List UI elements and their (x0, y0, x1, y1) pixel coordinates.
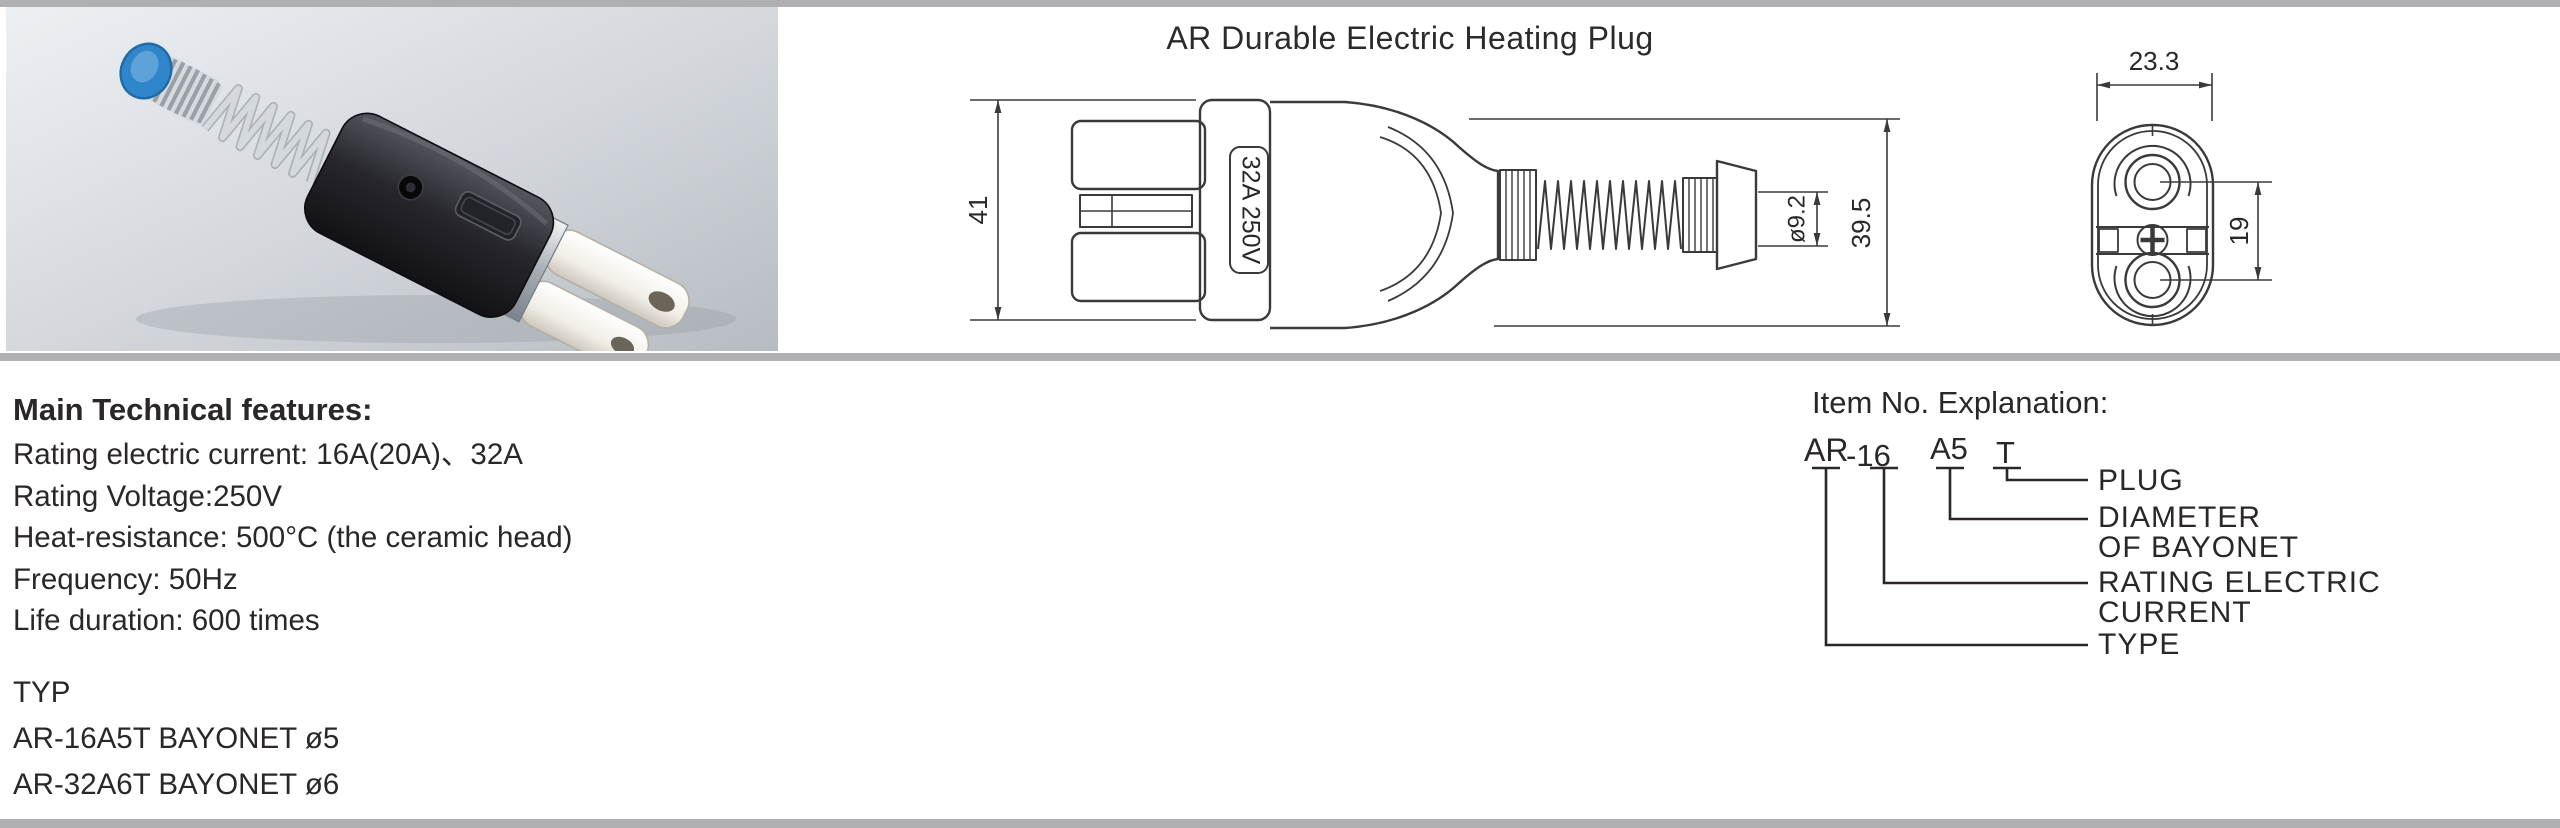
connector-plug (1993, 466, 2088, 482)
screw-hole-inner (405, 182, 416, 193)
plug-face-plate (1198, 98, 1272, 322)
band-left-block (2098, 228, 2119, 253)
end-cap (1715, 159, 1758, 271)
top-socket-recess (2113, 144, 2192, 197)
item-explanation-heading: Item No. Explanation: (1812, 385, 2109, 420)
spring-guard (1537, 180, 1682, 250)
plug-body-outline (1270, 100, 1500, 330)
front-view-drawing: 23.3 19 (2090, 46, 2272, 327)
ceramic-hole-upper (648, 291, 675, 312)
product-photo (6, 7, 778, 373)
label-plug: PLUG (2098, 464, 2184, 497)
connector-type (1812, 466, 2088, 647)
bottom-border-bar (0, 819, 2560, 828)
middle-divider-bar (0, 353, 2560, 361)
heating-plug-product (119, 42, 690, 373)
brand-badge (454, 191, 522, 241)
collar-threads (1505, 170, 1531, 260)
type-line-32a: AR-32A6T BAYONET ø6 (13, 768, 340, 801)
body-inner-contour (1379, 136, 1442, 292)
top-border-bar (0, 0, 2560, 7)
type-line-16a: AR-16A5T BAYONET ø5 (13, 722, 340, 755)
label-type: TYPE (2098, 628, 2181, 661)
label-diameter: DIAMETER OF BAYONET (2098, 501, 2300, 564)
dim-text-9-2: ø9.2 (1783, 195, 1810, 243)
body-inner-contour-2 (1387, 126, 1454, 302)
type-heading: TYP (13, 676, 71, 709)
feature-line-life: Life duration: 600 times (13, 604, 320, 637)
page-title: AR Durable Electric Heating Plug (1166, 20, 1654, 56)
plug-body (304, 112, 555, 318)
upper-prong (1070, 119, 1207, 191)
end-thread (1682, 177, 1718, 253)
rating-label-box (1229, 146, 1269, 274)
connector-current (1870, 466, 2088, 585)
code-part-plug: T (1996, 435, 2015, 470)
feature-line-frequency: Frequency: 50Hz (13, 562, 238, 596)
center-screw (2136, 224, 2169, 256)
dim-text-19: 19 (2224, 217, 2254, 246)
item-explanation-connectors (1812, 466, 2088, 647)
lower-prong (1070, 231, 1207, 303)
rating-label: 32A 250V (1236, 156, 1264, 265)
dim-text-23-3: 23.3 (2129, 46, 2180, 76)
end-thread-lines (1688, 178, 1714, 252)
feature-line-voltage: Rating Voltage:250V (13, 479, 282, 513)
dim-text-39-5: 39.5 (1846, 198, 1876, 249)
code-part-diameter: A5 (1930, 431, 1968, 466)
ceramic-hole-lower (610, 336, 635, 356)
type-list: TYP AR-16A5T BAYONET ø5 AR-32A6T BAYONET… (13, 670, 339, 808)
bottom-socket-recess (2113, 265, 2192, 318)
connector-diameter (1936, 466, 2088, 521)
product-photo-illustration (6, 7, 778, 373)
band-right-block (2186, 228, 2207, 253)
dim-text-41: 41 (963, 196, 993, 225)
side-view-drawing: 32A 250V 41 39.5 ø9.2 (963, 98, 1900, 330)
spring (202, 85, 329, 184)
features-heading: Main Technical features: (13, 392, 373, 427)
feature-line-heat: Heat-resistance: 500°C (the ceramic head… (13, 521, 573, 554)
blue-cap-highlight (130, 50, 159, 83)
body-highlight (361, 116, 549, 226)
feature-line-current: Rating electric current: 16A(20A)、32A (13, 438, 523, 471)
label-rating-current: RATING ELECTRIC CURRENT (2098, 566, 2381, 629)
technical-features: Main Technical features: Rating electric… (13, 392, 572, 642)
brand-badge-inner (460, 196, 516, 235)
code-part-type: AR (1804, 432, 1849, 468)
